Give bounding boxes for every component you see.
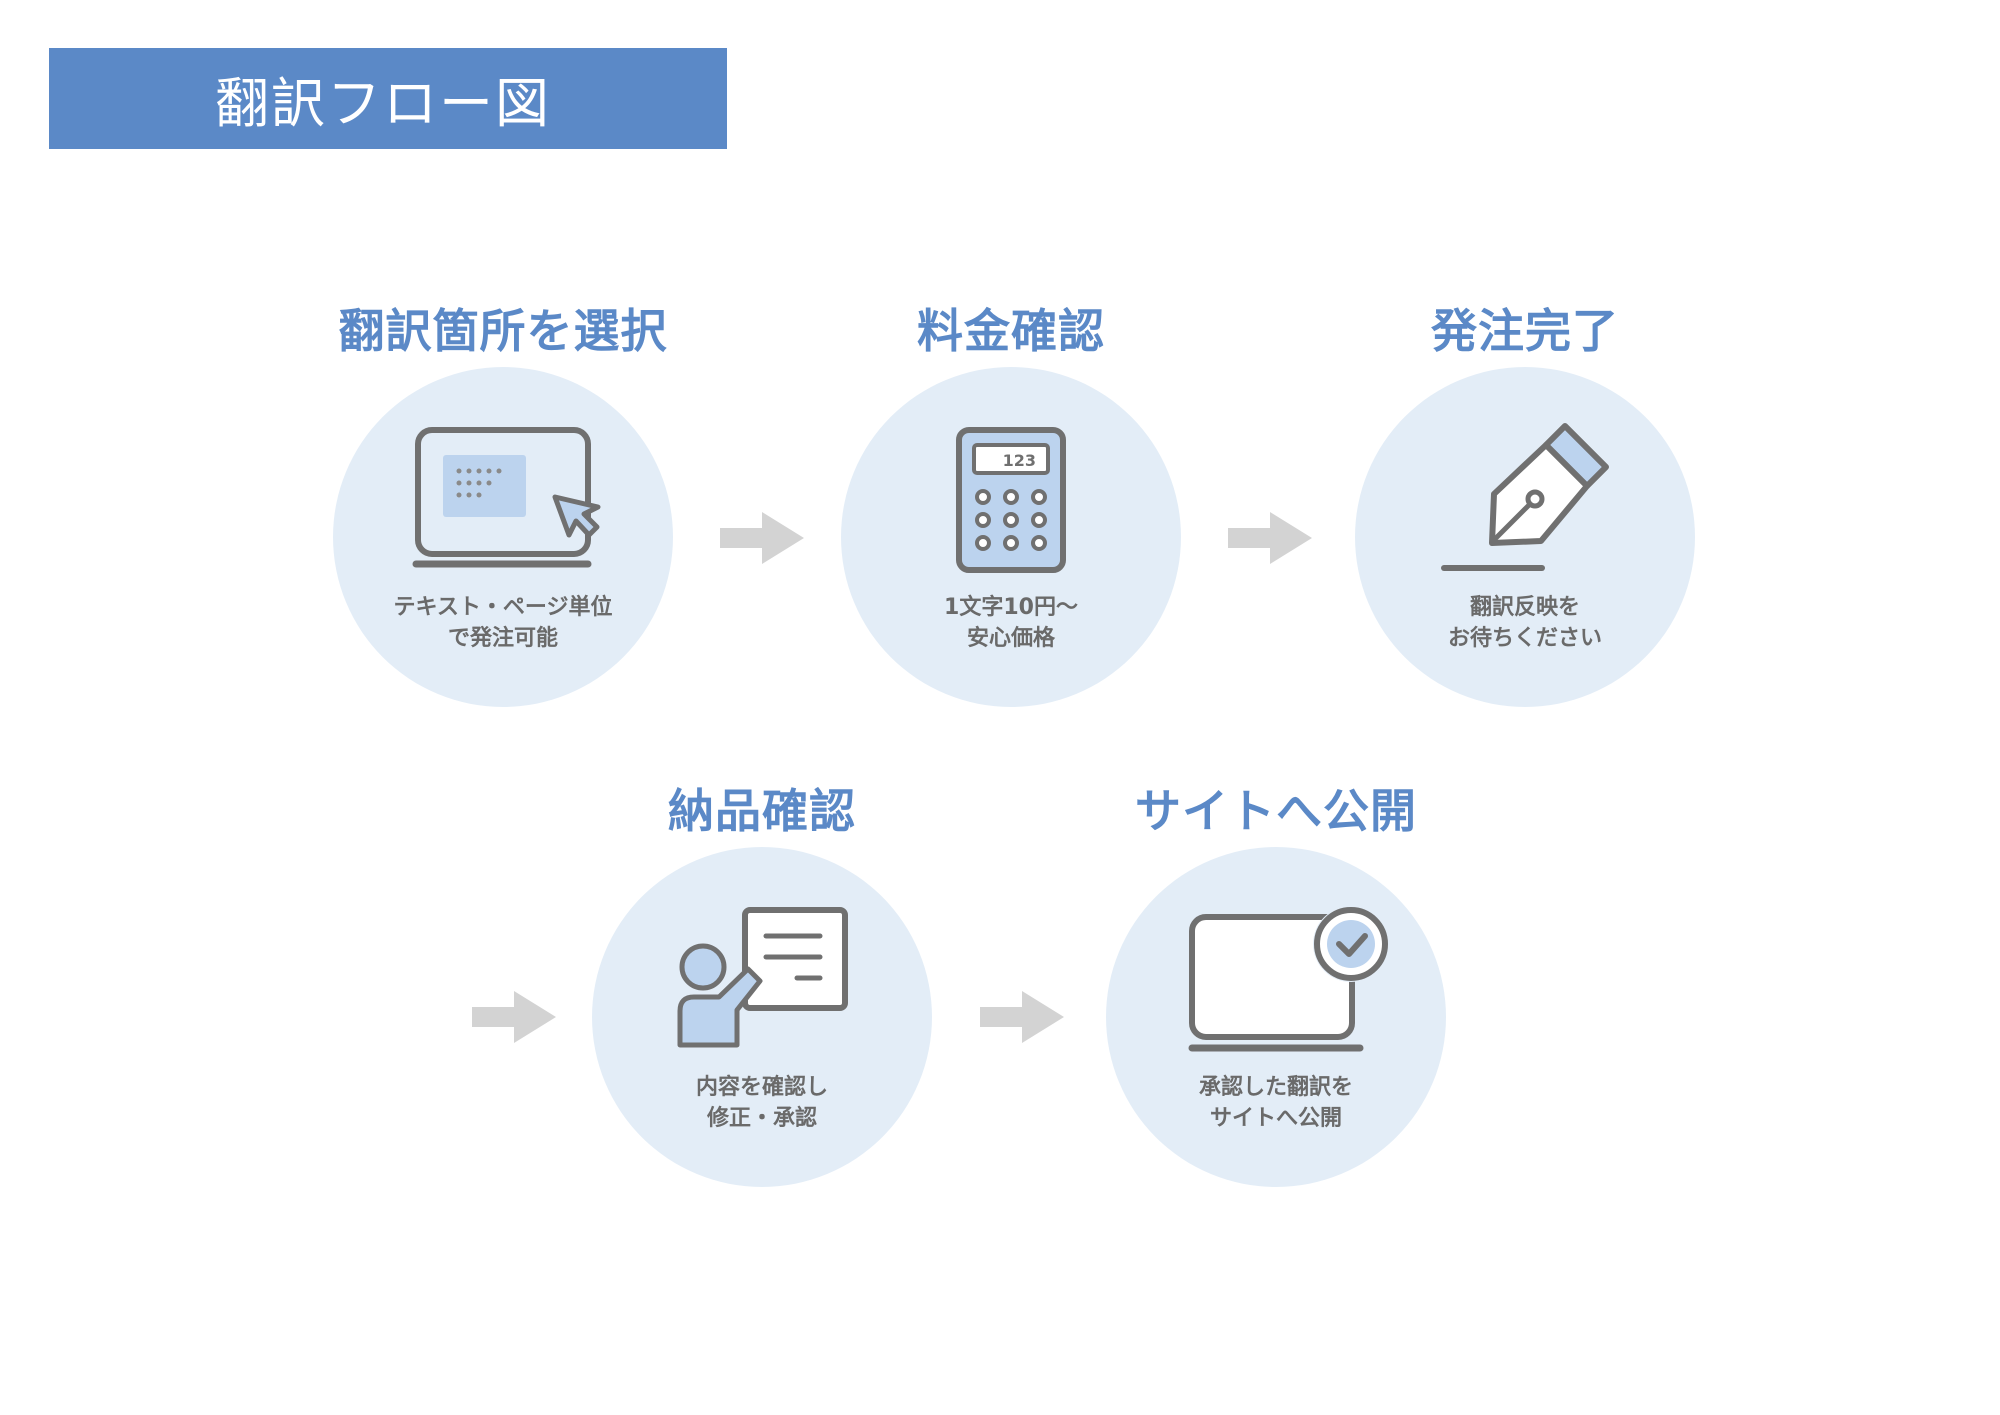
step-circle: 承認した翻訳を サイトへ公開 — [1106, 847, 1446, 1187]
fountain-pen-icon — [1441, 423, 1609, 571]
arrow-right-icon — [1228, 512, 1312, 564]
step-title: 発注完了 — [1431, 304, 1619, 358]
page-title: 翻訳フロー図 — [49, 48, 727, 149]
arrow-right-icon — [980, 991, 1064, 1043]
step-title: 納品確認 — [668, 784, 856, 838]
laptop-check-icon — [1188, 906, 1389, 1052]
calculator-display: 123 — [1003, 451, 1036, 470]
step-description: 翻訳反映を お待ちください — [1447, 595, 1602, 651]
step-description: 1文字10円～ 安心価格 — [944, 595, 1078, 651]
step-circle: テキスト・ページ単位 で発注可能 — [333, 367, 673, 707]
arrow-right-icon — [720, 512, 804, 564]
step-title: 料金確認 — [917, 304, 1105, 358]
step-description: 承認した翻訳を サイトへ公開 — [1198, 1075, 1353, 1131]
calculator-icon: 123 — [956, 427, 1066, 573]
step-title: サイトへ公開 — [1135, 784, 1417, 838]
step-description: テキスト・ページ単位 で発注可能 — [393, 595, 613, 651]
presenter-board-icon — [677, 907, 848, 1048]
step-circle: 内容を確認し 修正・承認 — [592, 847, 932, 1187]
step-description: 内容を確認し 修正・承認 — [695, 1075, 828, 1131]
arrow-right-icon — [472, 991, 556, 1043]
laptop-cursor-icon — [412, 427, 601, 568]
step-circle: 翻訳反映を お待ちください — [1355, 367, 1695, 707]
step-circle: 123 1文字10円～ 安心価格 — [841, 367, 1181, 707]
step-title: 翻訳箇所を選択 — [338, 304, 668, 358]
